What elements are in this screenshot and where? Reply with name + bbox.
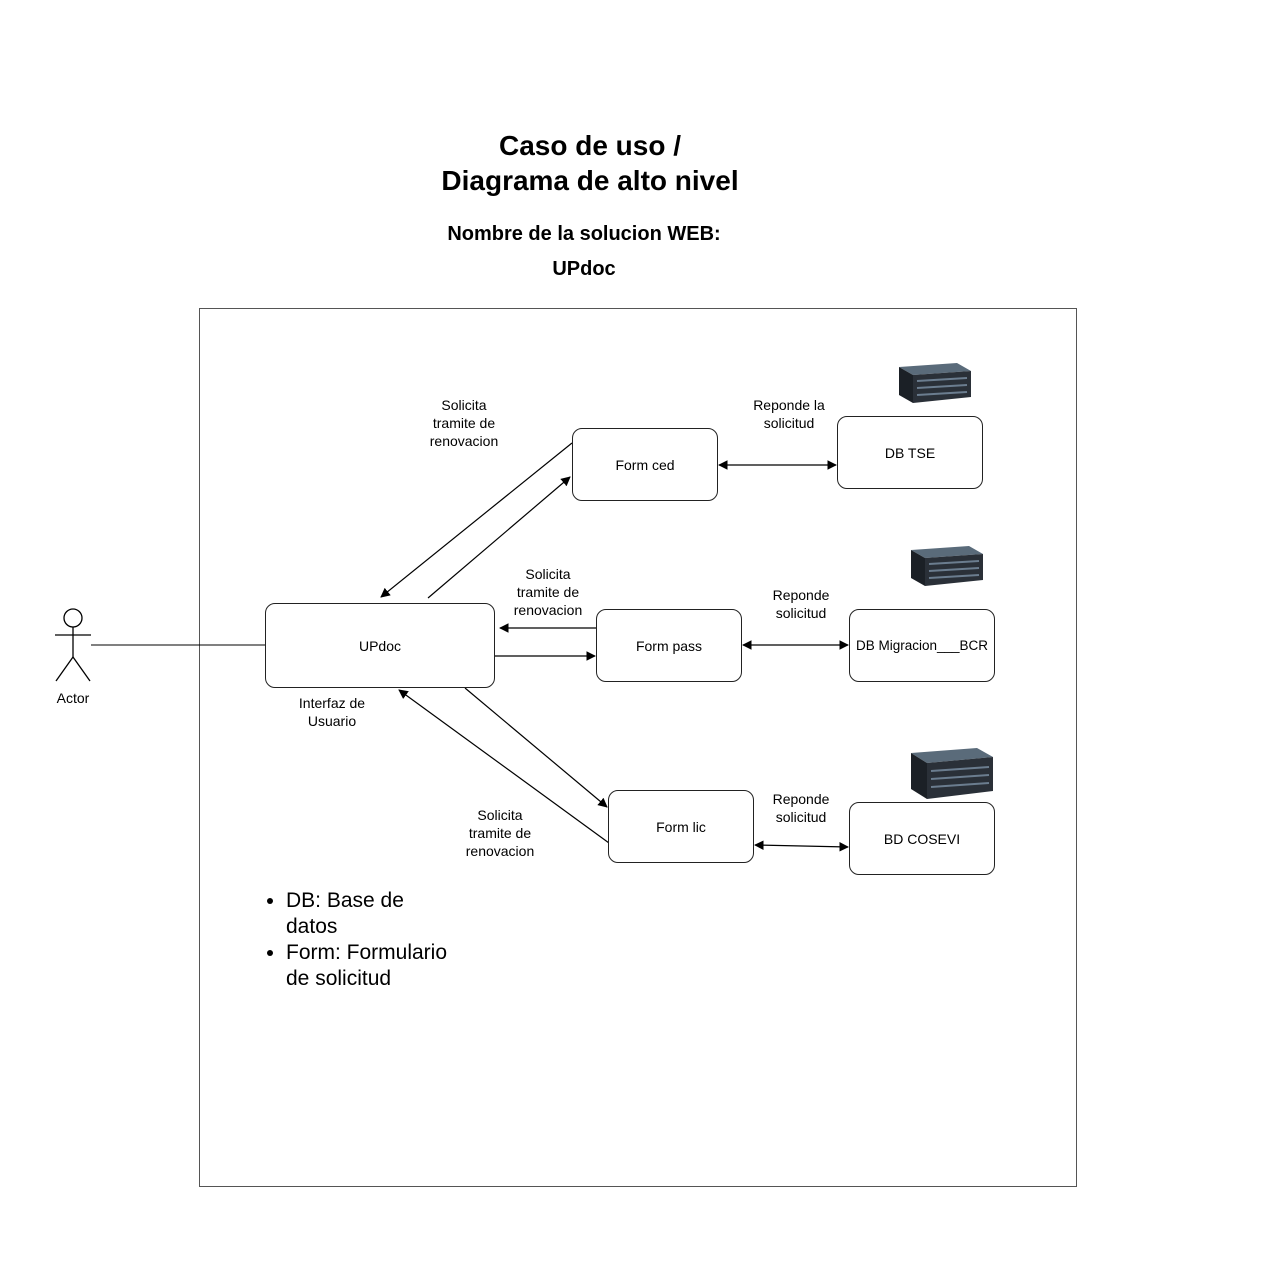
label-tse-response: Reponde la solicitud xyxy=(753,397,825,431)
title-line-1: Caso de uso / xyxy=(498,130,682,161)
actor-label: Actor xyxy=(56,690,90,706)
label-lic-request: Solicita tramite de renovacion xyxy=(465,807,535,859)
server-icon-migracion xyxy=(911,546,983,586)
arrow-formced-to-updoc xyxy=(380,442,573,598)
label-pass-request: Solicita tramite de renovacion xyxy=(513,566,583,618)
label-cosevi-response: Reponde solicitud xyxy=(772,791,830,825)
updoc-caption: Interfaz de Usuario xyxy=(298,695,366,729)
server-icon-tse xyxy=(899,363,971,403)
system-boundary xyxy=(199,308,1077,1187)
server-icon-cosevi xyxy=(911,748,993,799)
label-ced-request: Solicita tramite de renovacion xyxy=(429,397,499,449)
title-line-2: Diagrama de alto nivel xyxy=(441,165,739,196)
actor-icon xyxy=(55,608,91,682)
node-form-lic: Form lic xyxy=(608,790,754,863)
node-db-migracion: DB Migracion___BCR xyxy=(849,609,995,682)
node-form-ced: Form ced xyxy=(572,428,718,501)
legend-item: DB: Base de datos xyxy=(286,888,456,940)
legend: DB: Base de datos Form: Formulario de so… xyxy=(262,888,456,992)
arrow-formlic-to-updoc xyxy=(398,689,610,844)
arrow-formlic-bdcosevi xyxy=(754,840,849,852)
legend-item: Form: Formulario de solicitud xyxy=(286,940,456,992)
arrow-updoc-to-formlic xyxy=(464,687,608,808)
node-form-pass: Form pass xyxy=(596,609,742,682)
node-updoc: UPdoc xyxy=(265,603,495,688)
node-db-tse: DB TSE xyxy=(837,416,983,489)
node-bd-cosevi: BD COSEVI xyxy=(849,802,995,875)
solution-label: Nombre de la solucion WEB: xyxy=(447,223,721,245)
solution-name: UPdoc xyxy=(552,258,616,280)
arrow-updoc-to-formced xyxy=(427,476,571,599)
label-migracion-response: Reponde solicitud xyxy=(772,587,830,621)
